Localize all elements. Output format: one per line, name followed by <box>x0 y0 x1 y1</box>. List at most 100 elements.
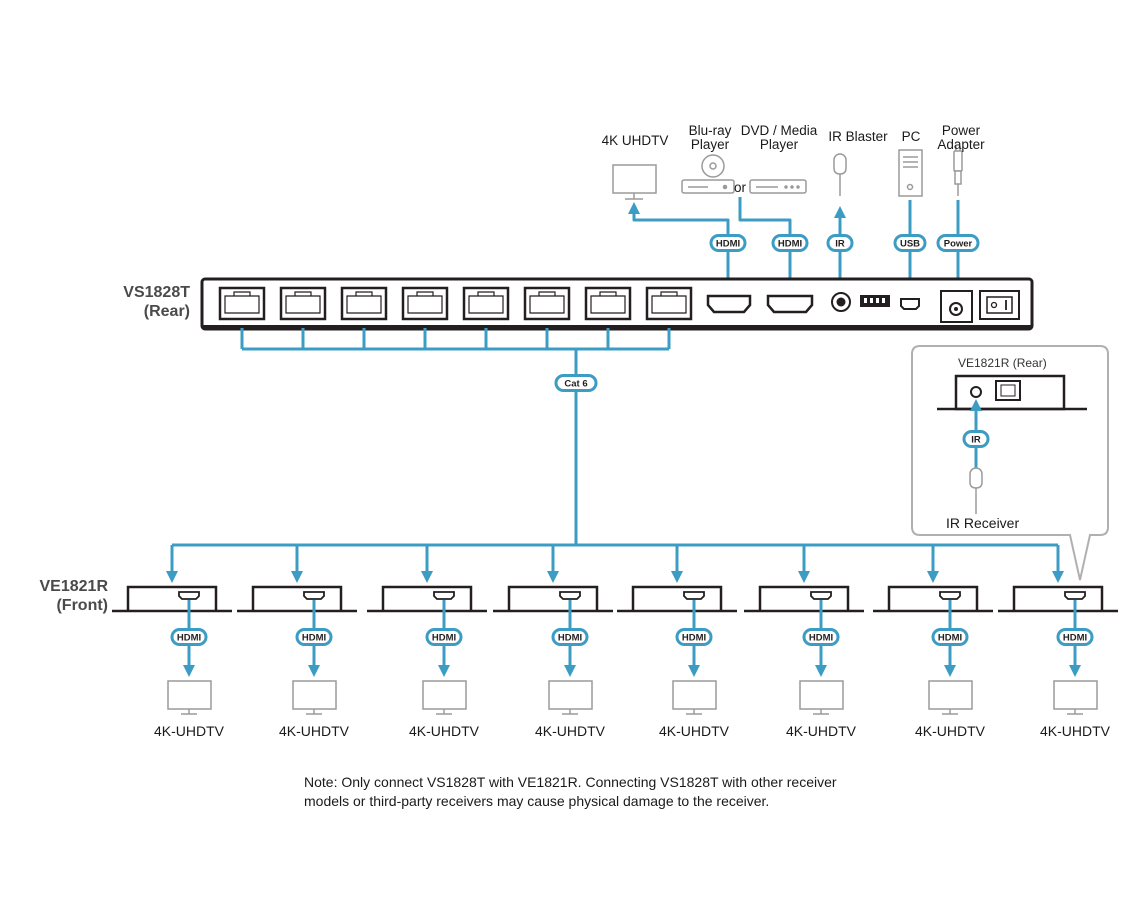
output-tv-icon <box>1053 680 1098 715</box>
svg-text:HDMI: HDMI <box>177 633 201 644</box>
svg-text:HDMI: HDMI <box>1063 633 1087 644</box>
badge-hdmi-receiver-8: HDMI <box>1056 628 1094 646</box>
receiver-hdmi-port <box>559 591 581 600</box>
pc-tower-icon <box>898 149 923 197</box>
note: Note: Only connect VS1828T with VE1821R.… <box>304 773 837 811</box>
label-power-adapter: Power Adapter <box>928 124 994 152</box>
svg-text:IR: IR <box>971 435 981 446</box>
svg-text:HDMI: HDMI <box>432 633 456 644</box>
svg-text:HDMI: HDMI <box>938 633 962 644</box>
svg-text:HDMI: HDMI <box>778 239 802 250</box>
output-tv-label: 4K-UHDTV <box>658 723 729 739</box>
receiver-side: (Front) <box>56 597 108 614</box>
transmitter-side: (Rear) <box>143 303 190 320</box>
rj45-port-6 <box>523 286 571 321</box>
badge-hdmi-in: HDMI <box>771 234 809 252</box>
receiver-hdmi-port <box>303 591 325 600</box>
svg-text:HDMI: HDMI <box>302 633 326 644</box>
output-tv-icon <box>799 680 844 715</box>
ir-receiver-label: IR Receiver <box>946 515 1020 531</box>
svg-text:Power: Power <box>944 239 973 250</box>
callout-box <box>911 345 1109 581</box>
receiver-unit-1 <box>112 585 232 715</box>
label-4k-uhdtv-source: 4K UHDTV <box>594 134 676 148</box>
svg-text:USB: USB <box>900 239 920 250</box>
bluray-player-icon <box>681 154 735 194</box>
svg-text:HDMI: HDMI <box>716 239 740 250</box>
output-tv-label: 4K-UHDTV <box>785 723 856 739</box>
hdmi-to-tv-cable <box>628 202 730 288</box>
receiver-name: VE1821R <box>39 578 109 595</box>
svg-text:Cat 6: Cat 6 <box>564 379 587 390</box>
power-label-line2: Adapter <box>937 137 985 152</box>
rj45-port-7 <box>584 286 632 321</box>
bluray-label-line2: Player <box>690 137 730 152</box>
receiver-unit-2 <box>237 585 357 715</box>
output-tv-label: 4K-UHDTV <box>534 723 605 739</box>
usb-port <box>900 298 920 310</box>
dvd-label-line2: Player <box>759 137 799 152</box>
note-line-2: models or third-party receivers may caus… <box>304 793 770 809</box>
svg-text:IR: IR <box>835 239 845 250</box>
transmitter-name: VS1828T <box>123 284 190 301</box>
rj45-ports <box>218 286 693 321</box>
output-tv-icon <box>167 680 212 715</box>
receiver-unit-5 <box>617 585 737 715</box>
badge-ir: IR <box>826 234 854 252</box>
receiver-hdmi-port <box>683 591 705 600</box>
rj45-port-1 <box>218 286 266 321</box>
rj45-port-5 <box>462 286 510 321</box>
rj45-port-8 <box>645 286 693 321</box>
badge-usb: USB <box>893 234 927 252</box>
output-tv-label: 4K-UHDTV <box>278 723 349 739</box>
receiver-label: VE1821R (Front) <box>0 577 109 615</box>
badge-hdmi-receiver-3: HDMI <box>425 628 463 646</box>
badge-callout-ir: IR <box>962 430 990 448</box>
pc-label: PC <box>901 129 921 144</box>
receiver-unit-8 <box>998 585 1118 715</box>
ir-blaster-label: IR Blaster <box>828 129 888 144</box>
output-tv-icon <box>672 680 717 715</box>
power-jack <box>940 290 973 323</box>
bluray-label-line1: Blu-ray <box>688 123 732 138</box>
badge-hdmi-receiver-2: HDMI <box>295 628 333 646</box>
label-dvd: DVD / Media Player <box>735 124 823 152</box>
power-label-line1: Power <box>941 123 981 138</box>
callout-title: VE1821R (Rear) <box>958 356 1047 370</box>
rj45-port-4 <box>401 286 449 321</box>
badge-hdmi-out: HDMI <box>709 234 747 252</box>
badge-cat6: Cat 6 <box>554 374 598 392</box>
ir-jack <box>831 292 851 312</box>
output-tv-icon <box>292 680 337 715</box>
note-line-1: Note: Only connect VS1828T with VE1821R.… <box>304 774 837 790</box>
receivers <box>112 585 1118 715</box>
source-tv-label: 4K UHDTV <box>601 133 669 148</box>
dvd-label-line1: DVD / Media <box>740 123 818 138</box>
badge-power: Power <box>936 234 980 252</box>
hdmi-port-out <box>706 294 752 314</box>
source-tv-icon <box>612 164 657 200</box>
receiver-unit-7 <box>873 585 993 715</box>
receiver-unit-4 <box>493 585 613 715</box>
media-player-icon <box>749 179 807 194</box>
output-tv-icon <box>928 680 973 715</box>
dip-switch <box>860 295 890 307</box>
receiver-hdmi-port <box>939 591 961 600</box>
receiver-hdmi-port <box>178 591 200 600</box>
receiver-unit-3 <box>367 585 487 715</box>
svg-text:HDMI: HDMI <box>558 633 582 644</box>
output-tv-label: 4K-UHDTV <box>153 723 224 739</box>
power-switch <box>979 290 1020 320</box>
or-label: or <box>733 180 746 195</box>
hdmi-port-in <box>766 294 814 314</box>
output-tv-label: 4K-UHDTV <box>1039 723 1110 739</box>
receiver-unit-6 <box>744 585 864 715</box>
transmitter-label: VS1828T (Rear) <box>80 283 190 321</box>
rj45-port-3 <box>340 286 388 321</box>
badge-hdmi-receiver-5: HDMI <box>675 628 713 646</box>
ir-blaster-icon <box>833 153 847 196</box>
badge-hdmi-receiver-4: HDMI <box>551 628 589 646</box>
receiver-hdmi-port <box>1064 591 1086 600</box>
svg-text:HDMI: HDMI <box>682 633 706 644</box>
